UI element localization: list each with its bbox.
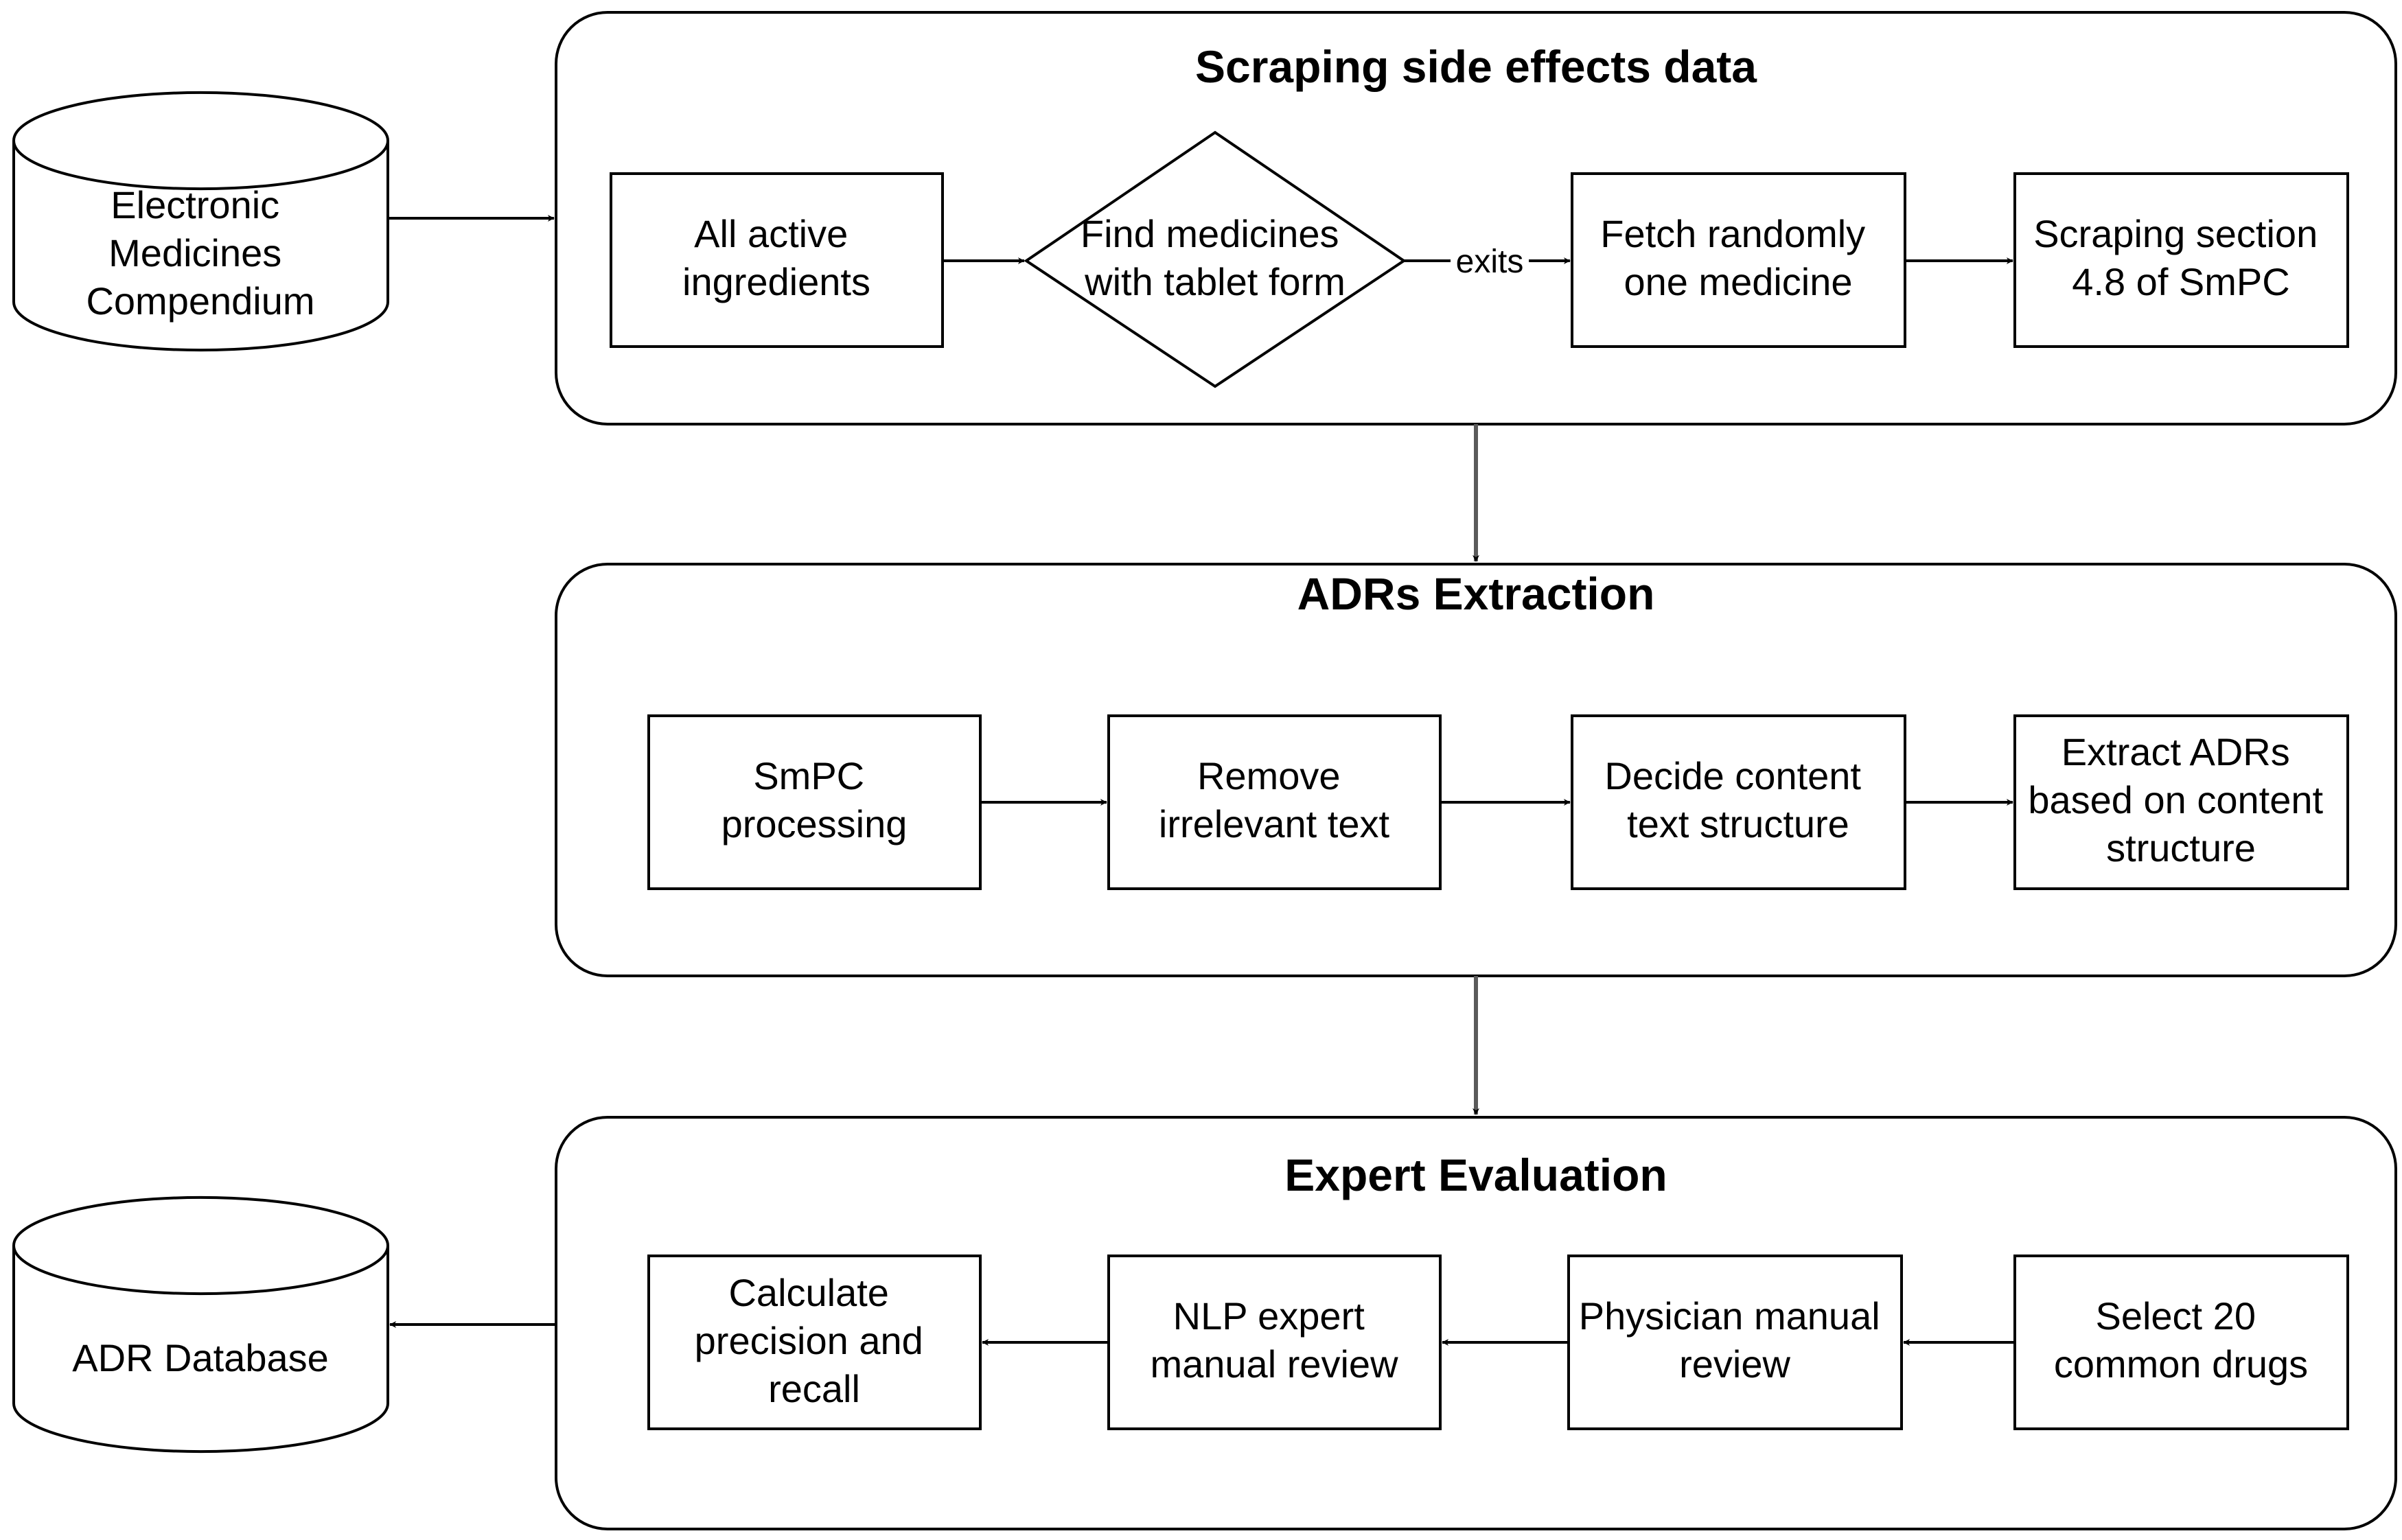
database-emc-label: Electronic Medicines Compendium [86, 183, 314, 323]
node-fetch-randomly: Fetch randomly one medicine [1571, 172, 1906, 348]
node-decide-content: Decide content text structure [1571, 714, 1906, 890]
group-scraping: Scraping side effects data [555, 11, 2397, 425]
node-nlp-expert-box [1107, 1255, 1442, 1430]
node-select-drugs-label: Select 20 common drugs [2054, 1294, 2308, 1386]
node-smpc-processing: SmPC processing [647, 714, 982, 890]
node-scraping-section-box [2013, 172, 2349, 348]
node-physician-review-label: Physician manual review [1579, 1294, 1891, 1386]
node-smpc-processing-box [647, 714, 982, 890]
node-decide-content-label: Decide content text structure [1604, 754, 1871, 845]
node-fetch-randomly-box [1571, 172, 1906, 348]
database-emc: Electronic Medicines Compendium [12, 91, 389, 352]
node-physician-review: Physician manual review [1567, 1255, 1903, 1430]
node-decide-content-box [1571, 714, 1906, 890]
node-extract-adrs: Extract ADRs based on content structure [2013, 714, 2349, 890]
node-extract-adrs-box [2013, 714, 2349, 890]
database-emc-lid [12, 140, 389, 191]
node-physician-review-box [1567, 1255, 1903, 1430]
node-calculate-precision: Calculate precision and recall [647, 1255, 982, 1430]
database-adr-label: ADR Database [72, 1336, 329, 1379]
node-remove-irrelevant: Remove irrelevant text [1107, 714, 1442, 890]
node-all-active-ingredients-label: All active ingredients [682, 212, 870, 303]
node-nlp-expert-label: NLP expert manual review [1150, 1294, 1398, 1386]
node-remove-irrelevant-label: Remove irrelevant text [1159, 754, 1390, 845]
group-evaluation-title: Expert Evaluation [1284, 1150, 1667, 1200]
node-scraping-section-label: Scraping section 4.8 of SmPC [2033, 212, 2329, 303]
node-select-drugs-box [2013, 1255, 2349, 1430]
node-all-active-ingredients-box [610, 172, 944, 348]
database-adr-shape [12, 1195, 389, 1454]
node-find-medicines-diamond [1024, 130, 1407, 388]
node-select-drugs: Select 20 common drugs [2013, 1255, 2349, 1430]
node-scraping-section: Scraping section 4.8 of SmPC [2013, 172, 2349, 348]
node-smpc-processing-label: SmPC processing [721, 754, 908, 845]
node-calculate-precision-box [647, 1255, 982, 1430]
node-nlp-expert: NLP expert manual review [1107, 1255, 1442, 1430]
edge-label-exits: exits [1456, 244, 1524, 280]
database-adr: ADR Database [12, 1195, 389, 1454]
node-extract-adrs-label: Extract ADRs based on content structure [2028, 730, 2333, 870]
node-all-active-ingredients: All active ingredients [610, 172, 944, 348]
database-adr-lid [12, 1245, 389, 1296]
group-extraction: ADRs Extraction [555, 563, 2397, 977]
node-remove-irrelevant-box [1107, 714, 1442, 890]
node-find-medicines: Find medicines with tablet form [1024, 130, 1407, 388]
node-fetch-randomly-label: Fetch randomly one medicine [1600, 212, 1876, 303]
group-extraction-title: ADRs Extraction [1297, 568, 1655, 619]
group-scraping-title: Scraping side effects data [1195, 41, 1757, 92]
node-calculate-precision-label: Calculate precision and recall [695, 1271, 934, 1410]
node-find-medicines-label: Find medicines with tablet form [1081, 212, 1350, 303]
